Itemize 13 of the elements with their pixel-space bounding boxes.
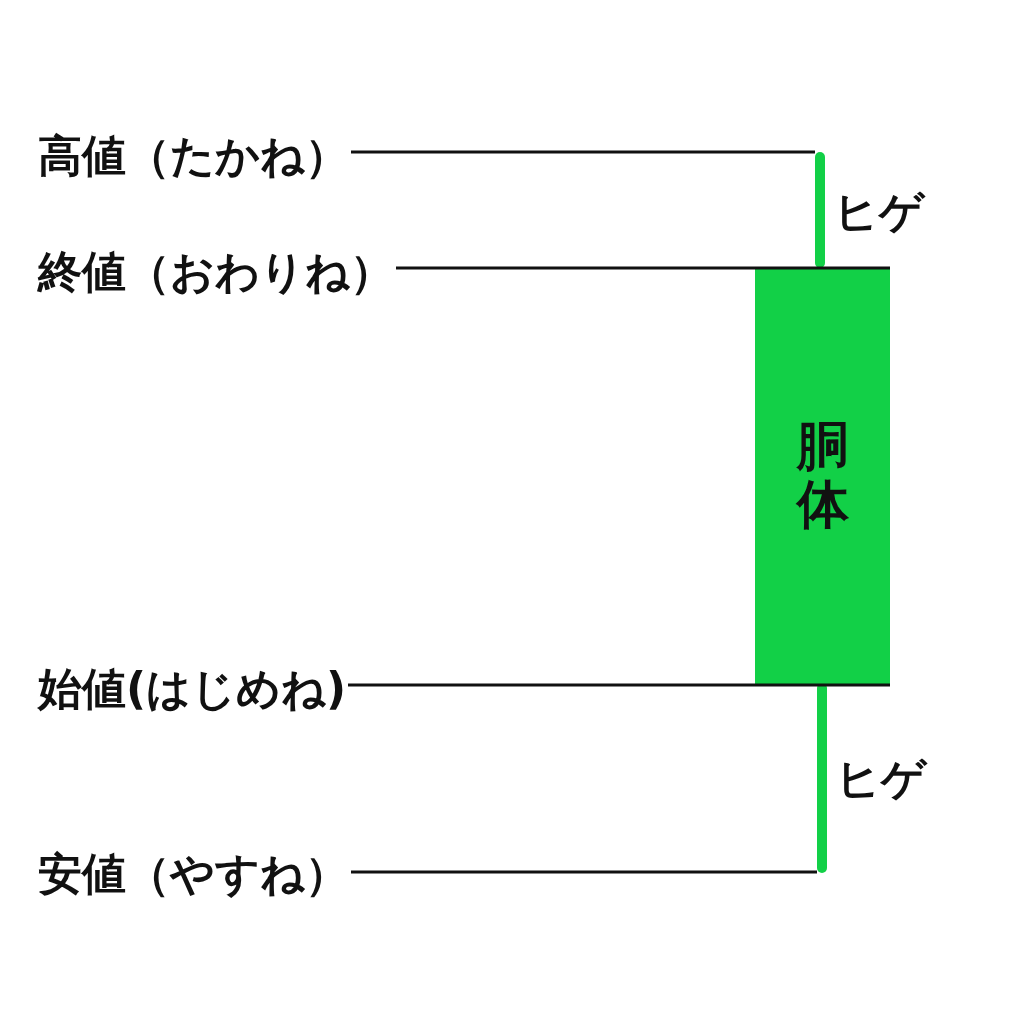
wick-label: ヒゲ [834,190,924,234]
price-label: 高値（たかね） [38,134,349,178]
wick-bar [815,152,825,268]
leader-line [396,266,890,270]
price-label: 安値（やすね） [38,852,349,896]
wick-label: ヒゲ [836,757,926,801]
body-label: 胴体 [796,418,849,533]
price-label: 終値（おわりね） [38,250,394,294]
leader-line [351,150,815,154]
price-label: 始値(はじめね) [38,667,347,711]
candle-body [755,267,890,684]
leader-line [348,683,890,687]
leader-line [351,870,817,874]
